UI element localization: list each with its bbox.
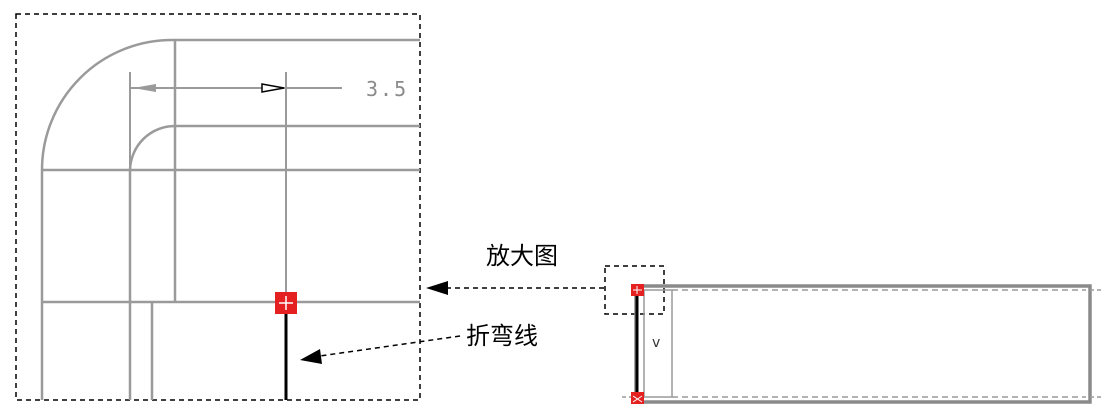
overview-marker-bottom <box>631 392 644 404</box>
bend-point-cross <box>279 296 293 310</box>
zoom-arrowhead <box>426 281 448 295</box>
outer-contour <box>40 38 420 400</box>
inner-contour <box>128 124 420 400</box>
zoom-label: 放大图 <box>486 242 558 270</box>
overview-marker-bottom-cross <box>632 395 643 403</box>
overview-side-marker: v <box>652 335 660 351</box>
bend-arrowhead <box>300 349 322 364</box>
bend-arrow-line <box>319 335 461 357</box>
dimension-text: 3.5 <box>366 77 408 101</box>
zoom-frame <box>15 13 421 401</box>
callouts: 放大图 折弯线 <box>300 242 604 364</box>
overview-outer-frame <box>634 284 1092 404</box>
overview-flange-rect <box>643 289 673 398</box>
dimension-arrow-right <box>261 83 285 93</box>
overview-view: v <box>604 265 1104 404</box>
bend-line-label: 折弯线 <box>466 322 538 350</box>
overview-marker-top-cross <box>633 286 642 294</box>
dimension-arrow-left <box>133 84 156 92</box>
zoom-view: 3.5 <box>15 13 421 401</box>
